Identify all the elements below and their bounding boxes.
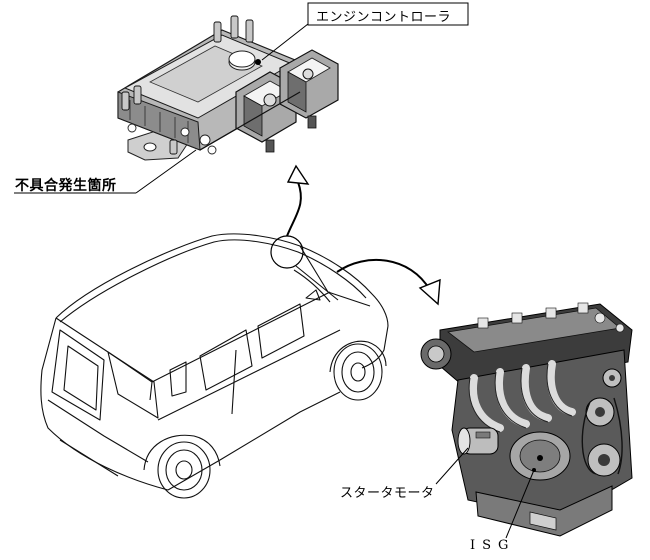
arrow-to-engine (336, 258, 441, 306)
isg-label: ISG (470, 538, 516, 553)
engine-controller-illustration (117, 15, 339, 161)
engine-controller-label: エンジンコントローラ (316, 10, 452, 25)
engine-illustration (420, 302, 633, 537)
fault-location-label: 不具合発生箇所 (15, 178, 117, 194)
fault-location-leader (14, 149, 197, 194)
car-outline-drawing (40, 233, 389, 499)
arrow-to-controller (286, 164, 310, 237)
isg-leader (505, 468, 536, 539)
starter-motor-part (457, 427, 499, 455)
starter-motor-label: スタータモータ (340, 486, 435, 501)
isg-part (509, 431, 571, 481)
engine-controller-label-box (261, 2, 469, 61)
starter-motor-leader (435, 447, 469, 485)
